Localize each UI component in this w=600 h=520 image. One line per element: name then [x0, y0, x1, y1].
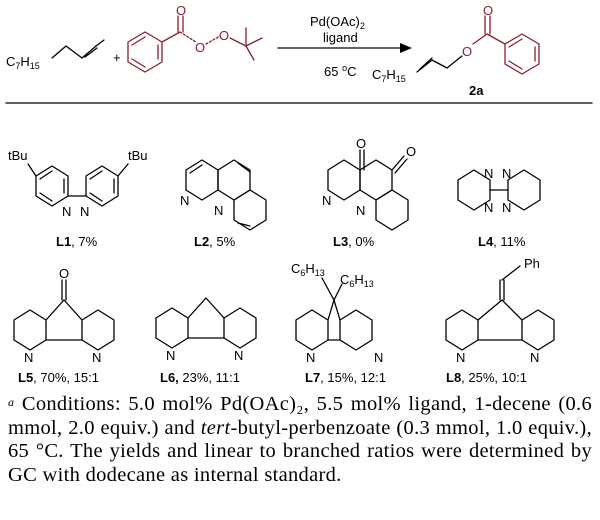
l6-n1: N — [166, 348, 175, 363]
product-carbonyl-oxygen: O — [483, 3, 493, 18]
ligand-l4-caption: L4, 11% — [478, 234, 526, 249]
l6-n2: N — [234, 348, 243, 363]
peroxide-oxygen-2: O — [219, 28, 229, 43]
l7-hexyl-2: C6H13 — [340, 272, 374, 289]
l5-o: O — [59, 266, 69, 281]
l1-tbu-right: tBu — [128, 148, 148, 163]
product-chain-label: C7H15 — [372, 67, 406, 84]
ester-oxygen: O — [462, 44, 472, 59]
l3-o1: O — [356, 136, 366, 151]
temperature-label: 65 oC — [324, 63, 356, 79]
catalyst-label: Pd(OAc)2 — [310, 14, 365, 31]
ligand-l3-caption: L3, 0% — [333, 234, 375, 249]
decene-structure: C7H15 — [6, 39, 105, 71]
l8-n1: N — [456, 350, 465, 365]
l5-n1: N — [24, 350, 33, 365]
ligand-l5-structure: O N N — [13, 266, 115, 365]
ligand-l7-structure: C6H13 C6H13 N N — [291, 261, 383, 365]
l8-n2: N — [530, 350, 539, 365]
reaction-scheme: C7H15 + O O O Pd(OAc)2 ligand 65 oC — [5, 3, 593, 385]
l8-phenyl: Ph — [524, 256, 540, 271]
l7-n2: N — [374, 350, 383, 365]
plus-sign: + — [113, 50, 121, 65]
footnote-text-1: Conditions: 5.0 mol% Pd(OAc)₂, 5.5 mol% … — [8, 393, 592, 439]
l1-tbu-left: tBu — [8, 148, 28, 163]
table-footnote: a Conditions: 5.0 mol% Pd(OAc)₂, 5.5 mol… — [8, 393, 592, 487]
reaction-arrow: Pd(OAc)2 ligand 65 oC — [277, 14, 412, 79]
ligand-l5-caption: L5, 70%, 15:1 — [18, 370, 99, 385]
product-structure: C7H15 O O 2a — [372, 3, 540, 98]
ligand-l6-caption: L6, 23%, 11:1 — [160, 370, 240, 385]
ligand-label: ligand — [323, 30, 358, 45]
ligand-l7-caption: L7, 15%, 12:1 — [305, 370, 386, 385]
perbenzoate-structure: O O O — [127, 3, 263, 73]
ligand-l2-structure: N N — [180, 159, 267, 231]
l2-n2: N — [214, 203, 223, 218]
ligand-l4-structure: N N N N — [457, 166, 541, 215]
carbonyl-oxygen: O — [176, 3, 186, 18]
ligand-l8-caption: L8, 25%, 10:1 — [446, 370, 527, 385]
l4-n4: N — [502, 200, 511, 215]
ligand-l2-caption: L2, 5% — [194, 234, 236, 249]
l7-n1: N — [306, 350, 315, 365]
ligand-l8-structure: Ph N N — [445, 256, 555, 365]
l7-hexyl-1: C6H13 — [291, 261, 325, 278]
footnote-italic: tert — [200, 416, 231, 439]
l2-n1: N — [180, 193, 189, 208]
footnote-text-2: -butyl-perbenzoate (0.3 mmol, 1.0 equiv.… — [8, 416, 592, 486]
l4-n3: N — [502, 166, 511, 181]
l5-n2: N — [92, 350, 101, 365]
ligand-l6-structure: N N — [155, 297, 257, 363]
ligand-l1-structure: tBu tBu N N — [8, 148, 148, 219]
l1-n2: N — [80, 204, 89, 219]
l3-o2: O — [406, 144, 416, 159]
l3-n2: N — [356, 203, 365, 218]
footnote-marker: a — [8, 395, 15, 409]
peroxide-oxygen-1: O — [195, 40, 205, 55]
ligand-l1-caption: L1, 7% — [56, 234, 98, 249]
l1-n1: N — [62, 204, 71, 219]
l4-n2: N — [484, 200, 493, 215]
ligand-l3-structure: O O N N — [322, 136, 416, 231]
product-id: 2a — [469, 83, 484, 98]
l3-n1: N — [322, 193, 331, 208]
l4-n1: N — [484, 166, 493, 181]
decene-label: C7H15 — [6, 54, 40, 71]
